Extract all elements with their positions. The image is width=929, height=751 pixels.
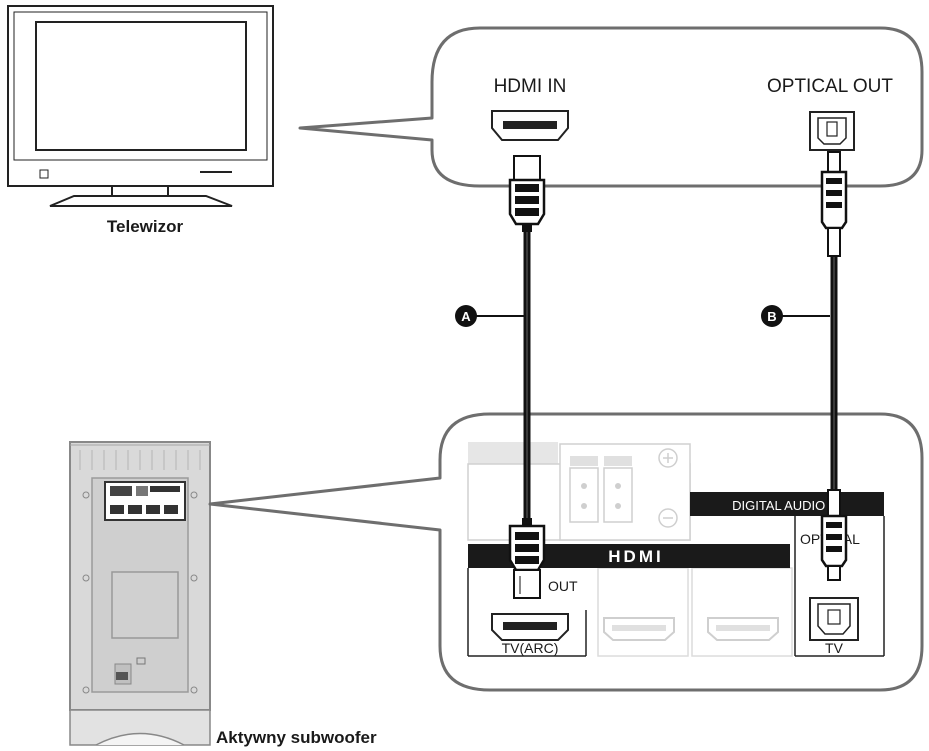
marker-a-label: A (461, 309, 471, 324)
hdmi-input-port-1 (603, 617, 675, 641)
speaker-terminal-area (467, 442, 691, 541)
tv-arc-label: TV(ARC) (502, 640, 559, 656)
hdmi-out-port (491, 613, 569, 641)
tv-label: Telewizor (107, 217, 184, 236)
tv-hdmi-in-port (491, 110, 569, 141)
hdmi-input-port-2 (707, 617, 779, 641)
subwoofer-illustration (69, 441, 211, 746)
optical-out-label: OPTICAL OUT (767, 76, 893, 97)
digital-audio-in-label: DIGITAL AUDIO IN (732, 498, 842, 513)
optical-cable (820, 151, 848, 581)
marker-b-label: B (767, 309, 776, 324)
tv-callout (298, 26, 924, 188)
subwoofer-label: Aktywny subwoofer (216, 728, 377, 747)
digital-audio-header (690, 492, 884, 516)
optical-in-port (809, 597, 859, 641)
hdmi-logo: HDMI (608, 547, 663, 566)
hdmi-in-label: HDMI IN (494, 76, 567, 97)
hdmi-out-label: OUT (548, 578, 578, 594)
tv-illustration (7, 5, 274, 207)
hdmi-cable (508, 155, 546, 599)
marker-b (761, 305, 830, 327)
optical-tv-label: TV (825, 640, 844, 656)
tv-optical-out-port (809, 111, 855, 151)
marker-a (455, 305, 524, 327)
